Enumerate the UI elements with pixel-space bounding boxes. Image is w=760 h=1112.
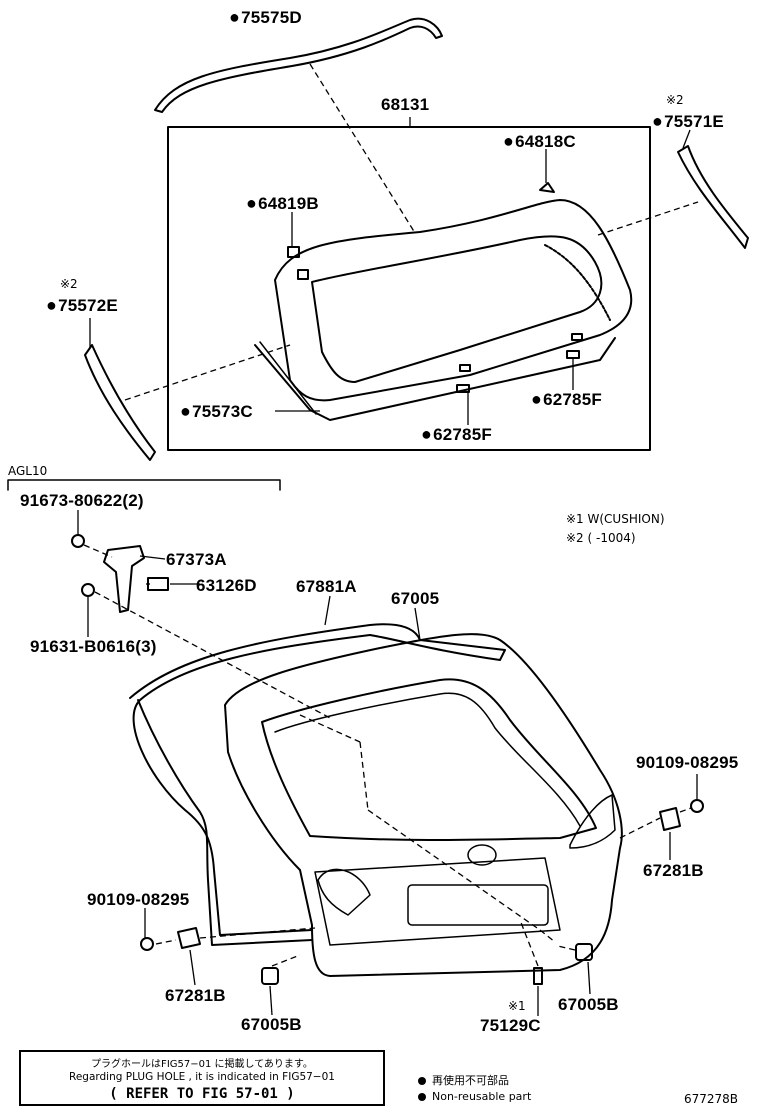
cushion-75129C <box>533 967 543 985</box>
legend-en: Non-reusable part <box>418 1090 531 1103</box>
bracket-67281B-right <box>659 807 681 831</box>
label-67373A: 67373A <box>166 550 227 569</box>
mark-x2-75572E: ※2 <box>60 277 78 291</box>
bracket-67373A <box>103 545 145 613</box>
label-67005B-left: 67005B <box>241 1015 302 1034</box>
legend-jp: 再使用不可部品 <box>418 1072 509 1088</box>
molding-75572E <box>84 344 156 461</box>
label-75572E: ●75572E <box>46 295 118 315</box>
weatherstrip-67881A <box>129 623 506 936</box>
cushion-67005B-left <box>261 967 279 985</box>
cushion-67005B-right <box>575 943 593 961</box>
bracket-67281B-left <box>177 927 201 949</box>
back-door-67005 <box>224 633 623 977</box>
non-reusable-dot-icon <box>418 1077 426 1085</box>
label-75571E: ●75571E <box>652 111 724 131</box>
label-67281B-left: 67281B <box>165 986 226 1005</box>
glass-bottom-strip <box>254 337 616 421</box>
back-door-glass-inner <box>311 235 603 383</box>
footnote-2: ※2 ( -1004) <box>566 531 636 545</box>
label-67005: 67005 <box>391 589 440 608</box>
glass-group-box <box>167 126 651 451</box>
plug-hole-note: プラグホールはFIG57−01 に掲載してあります。 Regarding PLU… <box>19 1050 385 1106</box>
label-68131: 68131 <box>381 95 430 114</box>
back-door-glass-68131 <box>274 199 633 402</box>
label-67281B-right: 67281B <box>643 861 704 880</box>
label-67005B-right: 67005B <box>558 995 619 1014</box>
note-line-en: Regarding PLUG HOLE , it is indicated in… <box>69 1071 335 1083</box>
label-62785F-bottom: ●62785F <box>421 424 492 444</box>
label-63126D: 63126D <box>196 576 257 595</box>
label-62785F-right: ●62785F <box>531 389 602 409</box>
label-64819B: ●64819B <box>246 193 319 213</box>
mark-x1-75129C: ※1 <box>508 999 526 1013</box>
label-91673-80622: 91673-80622(2) <box>20 491 144 510</box>
footnote-1: ※1 W(CUSHION) <box>566 512 665 526</box>
note-line-refer: ( REFER TO FIG 57-01 ) <box>109 1086 295 1102</box>
label-64818C: ●64818C <box>503 131 576 151</box>
label-75575D: ●75575D <box>229 7 302 27</box>
label-75129C: 75129C <box>480 1016 541 1035</box>
molding-75575D <box>154 17 443 113</box>
non-reusable-dot-icon <box>418 1093 426 1101</box>
group-label-agl10: AGL10 <box>8 464 48 478</box>
label-75573C: ●75573C <box>180 401 253 421</box>
figure-id: 677278B <box>684 1092 739 1106</box>
note-line-jp: プラグホールはFIG57−01 に掲載してあります。 <box>91 1059 313 1070</box>
label-91631-B0616: 91631-B0616(3) <box>30 637 157 656</box>
label-90109-08295-left: 90109-08295 <box>87 890 190 909</box>
label-90109-08295-right: 90109-08295 <box>636 753 739 772</box>
label-67881A: 67881A <box>296 577 357 596</box>
mark-x2-75571E: ※2 <box>666 93 684 107</box>
molding-75571E <box>677 145 749 249</box>
